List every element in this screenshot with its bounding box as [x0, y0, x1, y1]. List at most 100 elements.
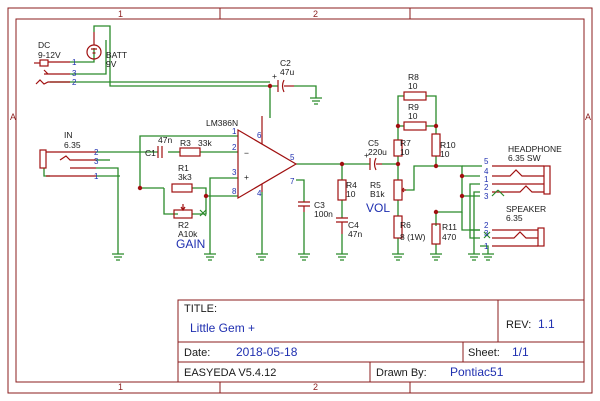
c2-ref: C2: [280, 58, 291, 68]
dc-jack-pin-3: 3: [72, 69, 77, 78]
r6-ref: R6: [400, 220, 411, 230]
amp-pin-2: 2: [232, 143, 237, 152]
col-marker-bottom-1: 1: [118, 382, 123, 392]
resistor-r8: R8 10: [403, 72, 427, 101]
speaker-jack: SPEAKER 6.35 2 3 1: [483, 204, 546, 251]
capacitor-c5: + C5 220u: [364, 138, 387, 171]
c5-value: 220u: [368, 147, 387, 157]
dc-jack-pin-2: 2: [72, 78, 77, 87]
battery-value: 9V: [106, 59, 117, 69]
c2-value: 47u: [280, 67, 294, 77]
amp-pin-6: 6: [257, 131, 262, 140]
r4-value: 10: [346, 189, 356, 199]
drawn-by-value: Pontiac51: [450, 365, 504, 379]
resistor-r7: R7 10: [393, 138, 411, 157]
software-label: EASYEDA V5.4.12: [184, 367, 276, 379]
col-marker-top-1: 1: [118, 9, 123, 19]
title-label: TITLE:: [184, 303, 217, 315]
resistor-r4: R4 10: [337, 179, 357, 201]
rev-value: 1.1: [538, 317, 555, 331]
input-jack-ref: IN: [64, 130, 73, 140]
r11-value: 470: [442, 232, 456, 242]
amp-pin-4: 4: [257, 189, 262, 198]
speaker-ref: SPEAKER: [506, 204, 546, 214]
amp-ref: LM386N: [206, 118, 238, 128]
dc-jack-pin-1: 1: [72, 58, 77, 67]
dc-jack: DC 9-12V 1 3 2: [34, 40, 77, 87]
speaker-value: 6.35: [506, 213, 523, 223]
amp-pin-7: 7: [290, 177, 295, 186]
r8-value: 10: [408, 81, 418, 91]
r3-value: 33k: [198, 138, 212, 148]
date-label: Date:: [184, 347, 210, 359]
gain-pot-r2: R2 A10k GAIN: [173, 204, 207, 251]
dc-jack-ref: DC: [38, 40, 50, 50]
r10-value: 10: [440, 149, 450, 159]
input-jack-pin-3: 3: [94, 157, 99, 166]
capacitor-c3: C3 100n: [298, 200, 333, 219]
ground-symbol: [310, 97, 322, 105]
r7-ref: R7: [400, 138, 411, 148]
resistor-r10: R10 10: [431, 133, 456, 159]
col-marker-top-2: 2: [313, 9, 318, 19]
ground-symbol: [256, 253, 268, 261]
c1-value: 47n: [158, 135, 172, 145]
volume-pot-r5: R5 B1k VOL: [366, 179, 406, 215]
resistor-r11: R11 470: [431, 222, 457, 245]
amp-pin-1: 1: [232, 127, 237, 136]
lm386n-amplifier: − + LM386N 1 2 3 8 6 4 5 7: [206, 116, 298, 200]
speaker-pin-2: 2: [484, 221, 489, 230]
ground-symbol: [336, 253, 348, 261]
input-jack-pin-2: 2: [94, 148, 99, 157]
r7-value: 10: [400, 147, 410, 157]
headphone-pin-2: 2: [484, 183, 489, 192]
resistor-r1: R1 3k3: [171, 163, 193, 193]
resistor-r3: R3 33k: [179, 138, 212, 157]
resistor-r6: R6 8 (1W): [393, 215, 426, 242]
r11-ref: R11: [442, 222, 457, 232]
ground-symbol: [482, 253, 494, 261]
input-jack-value: 6.35: [64, 140, 81, 150]
r10-ref: R10: [440, 140, 456, 150]
r2-value: A10k: [178, 229, 198, 239]
c3-ref: C3: [314, 200, 325, 210]
drawing-frame: 1 2 1 2 A A: [7, 7, 593, 394]
title-block: TITLE: Little Gem + REV: 1.1 Date: 2018-…: [177, 299, 585, 383]
r9-ref: R9: [408, 102, 419, 112]
ground-symbol: [392, 253, 404, 261]
speaker-pin-3: 3: [484, 229, 489, 238]
ground-symbol: [430, 253, 442, 261]
headphone-pin-5: 5: [484, 157, 489, 166]
amp-pin-5: 5: [290, 153, 295, 162]
r1-ref: R1: [178, 163, 189, 173]
sheet-value: 1/1: [512, 345, 529, 359]
headphone-pin-4: 4: [484, 167, 489, 176]
ground-symbols: [112, 97, 494, 261]
col-marker-bottom-2: 2: [313, 382, 318, 392]
headphone-jack: HEADPHONE 6.35 SW 5 4 1 2 3: [484, 144, 562, 201]
gain-caption: GAIN: [176, 237, 205, 251]
battery-ref: BATT: [106, 50, 127, 60]
c4-ref: C4: [348, 220, 359, 230]
c3-value: 100n: [314, 209, 333, 219]
drawn-by-label: Drawn By:: [376, 367, 427, 379]
r3-ref: R3: [180, 138, 191, 148]
r1-value: 3k3: [178, 172, 192, 182]
ground-symbol: [298, 253, 310, 261]
dc-jack-value: 9-12V: [38, 50, 61, 60]
r6-value: 8 (1W): [400, 232, 426, 242]
sheet-label: Sheet:: [468, 347, 500, 359]
battery: BATT 9V: [86, 32, 127, 69]
c4-value: 47n: [348, 229, 362, 239]
r8-ref: R8: [408, 72, 419, 82]
capacitor-c2: + C2 47u: [272, 58, 294, 93]
amp-pin-3: 3: [232, 168, 237, 177]
headphone-value: 6.35 SW: [508, 153, 541, 163]
date-value: 2018-05-18: [236, 345, 298, 359]
capacitor-c1: C1 47n: [145, 135, 172, 158]
capacitor-c4: C4 47n: [336, 217, 362, 239]
r2-ref: R2: [178, 220, 189, 230]
speaker-pin-1: 1: [484, 242, 489, 251]
headphone-pin-1: 1: [484, 175, 489, 184]
